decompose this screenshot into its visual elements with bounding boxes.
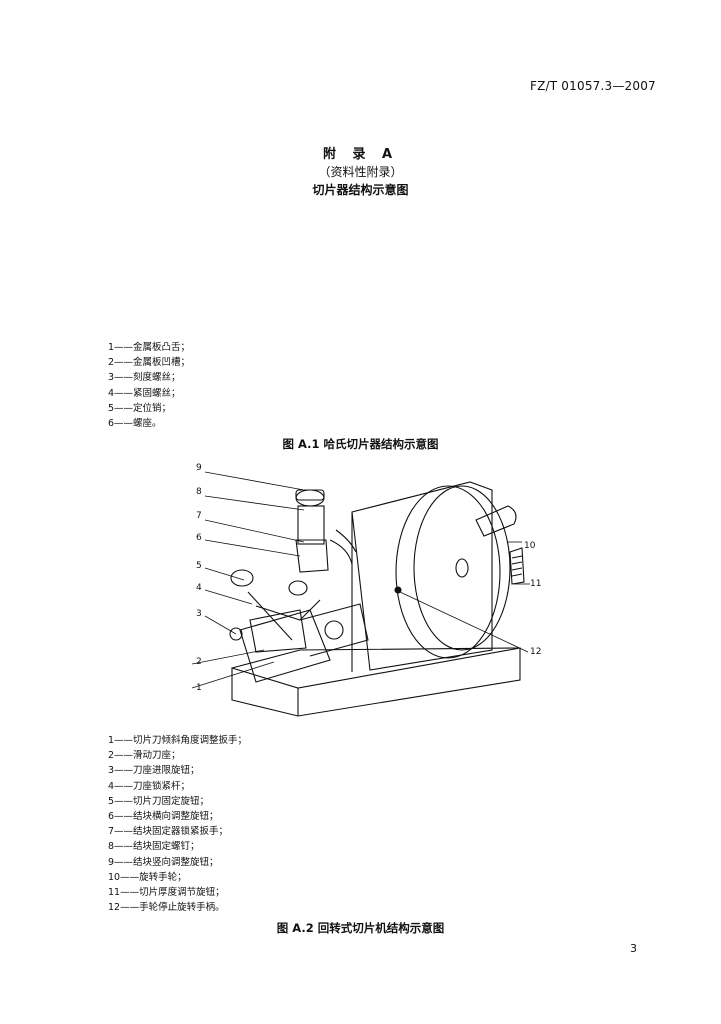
fig2-callout-7: 7 (196, 511, 202, 521)
page-number: 3 (630, 942, 637, 955)
figure-a1-caption: 图 A.1 哈氏切片器结构示意图 (282, 437, 439, 451)
legend-item: 5——定位销； (108, 402, 172, 414)
legend-item: 3——刀座进限旋钮； (108, 765, 200, 777)
fig2-callout-9: 9 (196, 463, 202, 473)
legend-item: 4——紧固螺丝； (108, 387, 181, 399)
appendix-heading: 切片器结构示意图 (312, 183, 409, 197)
legend-item: 12——手轮停止旋转手柄。 (108, 902, 225, 914)
legend-item: 5——切片刀固定旋钮； (108, 795, 210, 807)
appendix-title: 附 录 A (322, 147, 399, 162)
fig2-callout-1: 1 (196, 683, 202, 693)
legend-item: 6——结块横向调整旋钮； (108, 811, 219, 823)
legend-item: 11——切片厚度调节旋钮； (108, 887, 225, 899)
fig2-callout-10: 10 (524, 541, 536, 551)
figure-a1-legend: 1——金属板凸舌； 2——金属板凹槽； 3——刻度螺丝； 4——紧固螺丝； 5——定位销… (108, 340, 190, 431)
fig2-callout-4: 4 (196, 583, 202, 593)
legend-item: 2——金属板凹槽； (108, 357, 191, 369)
document-id: FZ/T 01057.3—2007 (530, 79, 656, 93)
appendix-subtitle: （资料性附录） (318, 165, 403, 179)
fig2-callout-3: 3 (196, 609, 202, 619)
legend-item: 4——刀座锁紧杆； (108, 780, 191, 792)
legend-item: 9——结块竖向调整旋钮； (108, 856, 219, 868)
legend-item: 7——结块固定器锁紧扳手； (108, 826, 229, 838)
legend-item: 8——结块固定螺钉； (108, 841, 200, 853)
fig2-callout-8: 8 (196, 487, 202, 497)
fig2-callout-11: 11 (530, 579, 541, 589)
figure-a2-rotary-microtome: 9 8 7 6 5 4 3 2 1 10 11 12 (191, 463, 541, 717)
fig2-callout-6: 6 (196, 533, 202, 543)
legend-item: 1——金属板凸舌； (108, 342, 191, 353)
fig2-callout-5: 5 (196, 561, 202, 571)
legend-item: 3——刻度螺丝； (108, 372, 181, 384)
fig2-callout-12: 12 (530, 647, 541, 657)
fig2-callout-2: 2 (196, 657, 202, 667)
figure-a2-caption: 图 A.2 回转式切片机结构示意图 (276, 921, 445, 935)
legend-item: 6——螺座。 (108, 418, 162, 430)
legend-item: 10——旋转手轮； (108, 871, 187, 883)
legend-item: 2——滑动刀座； (108, 750, 181, 762)
figure-a2-legend: 1——切片刀倾斜角度调整扳手； 2——滑动刀座； 3——刀座进限旋钮； 4——刀座锁紧… (108, 733, 247, 915)
legend-item: 1——切片刀倾斜角度调整扳手； (108, 735, 248, 746)
